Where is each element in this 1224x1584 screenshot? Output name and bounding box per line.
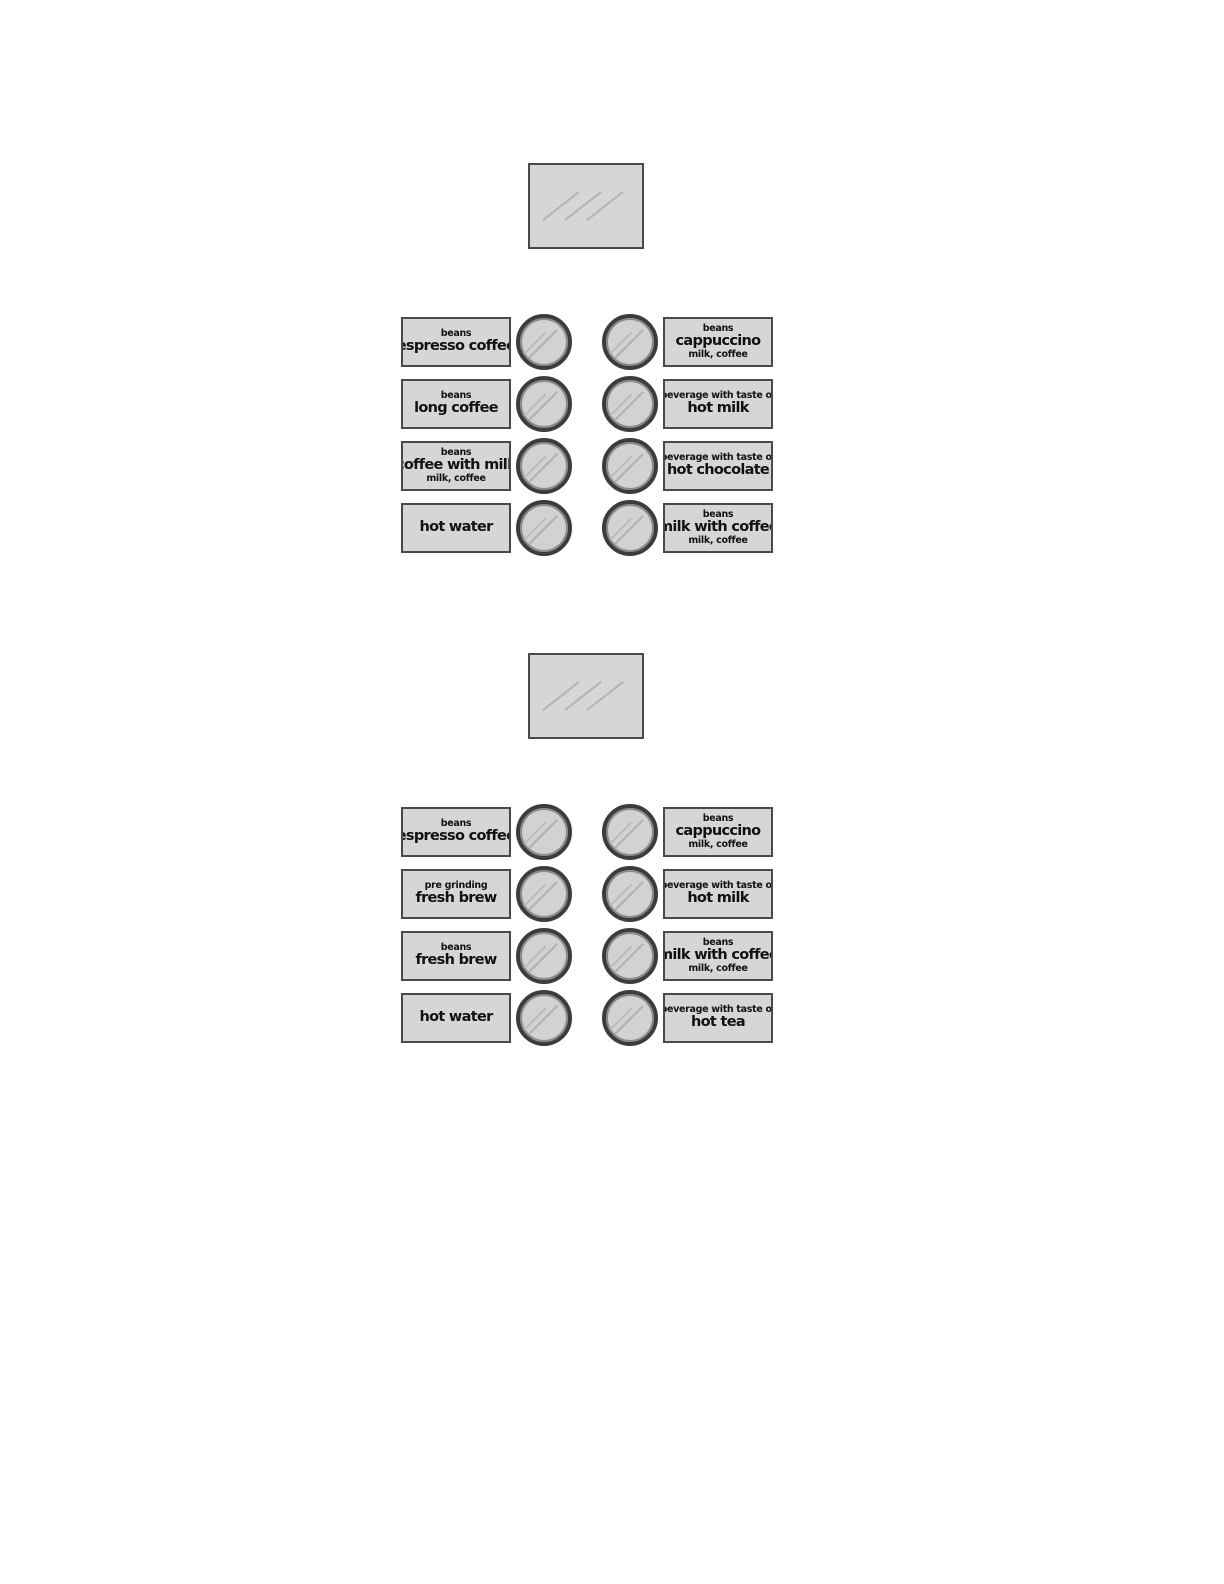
label-top-text: beans [440, 818, 472, 830]
label-main-text: hot tea [691, 1014, 746, 1031]
beverage-button-left-1[interactable] [516, 804, 572, 860]
label-main-text: hot chocolate [666, 462, 770, 479]
label-top-text: beans [702, 323, 734, 335]
label-main-text: espresso coffee [401, 338, 511, 355]
beverage-button-left-2[interactable] [516, 866, 572, 922]
beverage-label-left-4: hot water [401, 503, 511, 553]
label-top-text: beverage with taste of [663, 1004, 773, 1016]
label-bottom-text: milk, coffee [688, 838, 748, 850]
display-screen [528, 163, 644, 249]
label-top-text: beans [440, 942, 472, 954]
label-main-text: cappuccino [675, 333, 762, 350]
label-top-text: beans [702, 937, 734, 949]
label-main-text: coffee with milk [401, 457, 511, 474]
beverage-button-right-1[interactable] [602, 314, 658, 370]
beverage-button-left-3[interactable] [516, 438, 572, 494]
beverage-button-right-3[interactable] [602, 438, 658, 494]
label-main-text: fresh brew [415, 952, 497, 969]
label-main-text: long coffee [414, 400, 499, 417]
screen-glare [564, 191, 602, 221]
beverage-button-right-2[interactable] [602, 866, 658, 922]
beverage-button-right-3[interactable] [602, 928, 658, 984]
beverage-label-left-4: hot water [401, 993, 511, 1043]
screen-glare [542, 681, 580, 711]
label-top-text: beverage with taste of [663, 880, 773, 892]
beverage-button-right-1[interactable] [602, 804, 658, 860]
beverage-button-left-1[interactable] [516, 314, 572, 370]
screen-glare [542, 191, 580, 221]
screen-glare [586, 681, 624, 711]
label-bottom-text: milk, coffee [426, 472, 486, 484]
screen-glare [586, 191, 624, 221]
label-top-text: pre grinding [424, 880, 488, 892]
beverage-button-left-2[interactable] [516, 376, 572, 432]
label-main-text: hot water [419, 519, 493, 536]
label-main-text: fresh brew [415, 890, 497, 907]
beverage-button-right-2[interactable] [602, 376, 658, 432]
label-main-text: hot water [419, 1009, 493, 1026]
label-bottom-text: milk, coffee [688, 534, 748, 546]
label-top-text: beans [702, 813, 734, 825]
label-main-text: hot milk [687, 400, 749, 417]
label-main-text: espresso coffee [401, 828, 511, 845]
beverage-button-right-4[interactable] [602, 500, 658, 556]
beverage-button-left-4[interactable] [516, 500, 572, 556]
label-main-text: milk with coffee [663, 519, 773, 536]
display-screen [528, 653, 644, 739]
label-bottom-text: milk, coffee [688, 348, 748, 360]
beverage-button-left-3[interactable] [516, 928, 572, 984]
label-main-text: milk with coffee [663, 947, 773, 964]
beverage-button-left-4[interactable] [516, 990, 572, 1046]
label-top-text: beverage with taste of [663, 452, 773, 464]
label-top-text: beans [440, 328, 472, 340]
beverage-button-right-4[interactable] [602, 990, 658, 1046]
label-bottom-text: milk, coffee [688, 962, 748, 974]
label-main-text: hot milk [687, 890, 749, 907]
label-top-text: beans [440, 390, 472, 402]
label-top-text: beans [702, 509, 734, 521]
label-top-text: beans [440, 447, 472, 459]
label-top-text: beverage with taste of [663, 390, 773, 402]
label-main-text: cappuccino [675, 823, 762, 840]
screen-glare [564, 681, 602, 711]
